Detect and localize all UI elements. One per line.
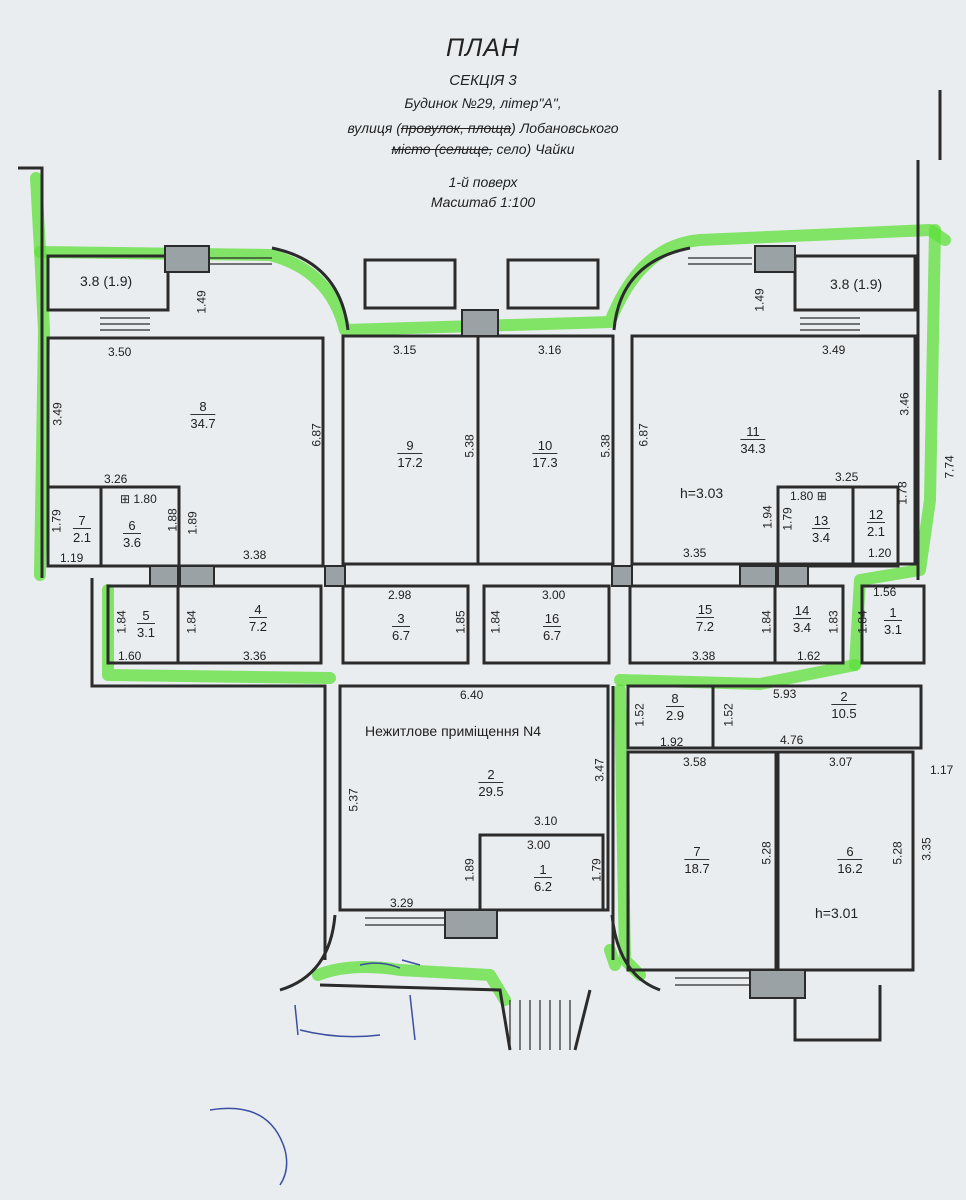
dim-label: 3.38: [243, 548, 267, 562]
dim-label-vertical: 3.47: [592, 758, 607, 782]
dim-label-vertical: 5.38: [462, 434, 477, 458]
dim-label: 3.15: [393, 343, 417, 357]
dim-label-vertical: 1.79: [49, 509, 64, 533]
dim-label-vertical: 1.84: [855, 610, 870, 634]
dim-label: 3.35: [683, 546, 707, 560]
dim-label-vertical: 3.46: [897, 392, 912, 416]
highlight-perimeter: [30, 172, 951, 1006]
dim-label-vertical: 5.37: [346, 788, 361, 812]
dim-label: 3.29: [390, 896, 414, 910]
dim-label: 3.38: [692, 649, 716, 663]
dim-label-vertical: 6.87: [309, 423, 324, 447]
balcony-right-label: 3.8 (1.9): [830, 276, 883, 292]
dim-label: 3.58: [683, 755, 707, 769]
dim-label: 3.50: [108, 345, 132, 359]
dim-label-vertical: 1.89: [462, 858, 477, 882]
dim-label-vertical: 1.84: [759, 610, 774, 634]
dim-label: 1.62: [797, 649, 821, 663]
scale-label: Масштаб 1:100: [430, 194, 536, 210]
ceiling-height-upper: h=3.03: [680, 485, 724, 501]
dim-label: 3.00: [527, 838, 551, 852]
dim-label: ⊞ 1.80: [120, 492, 157, 506]
city-label: місто (селище, село) Чайки: [391, 141, 575, 157]
building-label: Будинок №29, літер"А",: [404, 95, 562, 111]
dim-label-vertical: 6.87: [636, 423, 651, 447]
dim-label: 1.80 ⊞: [790, 489, 827, 503]
floor-label: 1-й поверх: [448, 174, 518, 190]
dim-label-vertical: 1.88: [165, 508, 180, 532]
dim-label-vertical: 1.78: [895, 481, 910, 505]
dim-label: 1.20: [868, 546, 892, 560]
dim-label-vertical: 1.89: [185, 511, 200, 535]
dim-label: 4.76: [780, 733, 804, 747]
dim-label: 3.49: [822, 343, 846, 357]
dim-label: 3.36: [243, 649, 267, 663]
dim-label: 1.56: [873, 585, 897, 599]
dim-label: 2.98: [388, 588, 412, 602]
premises-label: Нежитлове приміщення N4: [365, 723, 541, 739]
dim-label: 1.60: [118, 649, 142, 663]
ceiling-height-lower: h=3.01: [815, 905, 859, 921]
dim-label: 3.26: [104, 472, 128, 486]
dim-label: 1.92: [660, 735, 684, 749]
dim-label-vertical: 1.84: [114, 610, 129, 634]
dim-label: 1.19: [60, 551, 84, 565]
dim-label-vertical: 1.94: [760, 505, 775, 529]
dim-label-vertical: 7.74: [942, 455, 957, 479]
dim-label: 3.16: [538, 343, 562, 357]
plan-title: ПЛАН: [446, 34, 520, 62]
dim-label-vertical: 1.49: [752, 288, 767, 312]
dim-label: 5.93: [773, 687, 797, 701]
balcony-left-label: 3.8 (1.9): [80, 273, 133, 289]
wall-blocks: [149, 245, 809, 999]
dim-label-vertical: 3.35: [919, 837, 934, 861]
dim-label: 3.25: [835, 470, 859, 484]
dim-label-vertical: 1.79: [780, 507, 795, 531]
handwritten-scribbles: [209, 959, 421, 1186]
dim-label-vertical: 5.28: [759, 841, 774, 865]
street-label: вулиця (провулок, площа) Лобановського: [347, 120, 619, 136]
dim-label: 3.07: [829, 755, 853, 769]
dim-label-vertical: 3.49: [50, 402, 65, 426]
dim-label-vertical: 1.83: [826, 610, 841, 634]
dim-label-vertical: 5.38: [598, 434, 613, 458]
dim-label: 3.10: [534, 814, 558, 828]
dim-label-vertical: 1.52: [721, 703, 736, 727]
dim-label-vertical: 1.85: [453, 610, 468, 634]
dim-label-vertical: 1.52: [632, 703, 647, 727]
dim-label-vertical: 5.28: [890, 841, 905, 865]
dim-label-vertical: 1.84: [184, 610, 199, 634]
dim-label-vertical: 1.49: [194, 290, 209, 314]
dim-label-vertical: 1.84: [488, 610, 503, 634]
stairs: [100, 257, 860, 1050]
dim-label-vertical: 1.79: [589, 858, 604, 882]
dim-label: 1.17: [930, 763, 954, 777]
dim-label: 3.00: [542, 588, 566, 602]
dim-label: 6.40: [460, 688, 484, 702]
section-label: СЕКЦІЯ 3: [449, 72, 517, 89]
